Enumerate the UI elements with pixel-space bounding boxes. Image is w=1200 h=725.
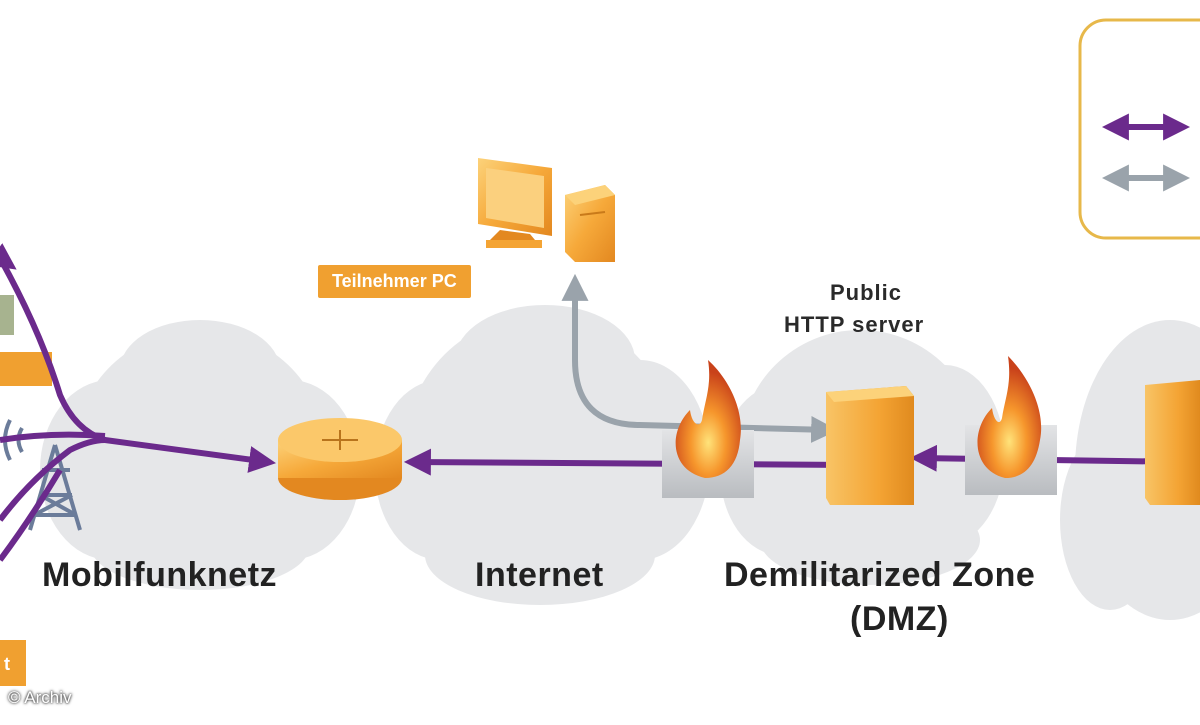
left-tag-fragment	[0, 352, 52, 386]
server-icon-right	[1145, 380, 1200, 505]
link-mobile-router	[104, 437, 277, 473]
zone-label-dmz-abbr: (DMZ)	[850, 600, 949, 638]
participant-pc-tag: Teilnehmer PC	[318, 265, 471, 298]
left-device-fragment	[0, 295, 14, 335]
mobile-uplinks	[0, 256, 107, 562]
monitor-icon	[478, 158, 552, 248]
zone-label-dmz: Demilitarized Zone	[724, 556, 1036, 594]
link-pc-server	[561, 273, 839, 443]
firewall-icon	[662, 360, 754, 498]
link-top-left	[0, 243, 17, 270]
firewall-icon-2	[965, 356, 1057, 495]
legend-box	[1078, 18, 1200, 240]
computer-tower-icon	[565, 185, 615, 262]
server-label-line2: HTTP server	[784, 312, 925, 337]
server-icon	[826, 386, 914, 505]
left-tag-bottom: t	[0, 648, 14, 681]
server-label-line1: Public	[830, 280, 903, 305]
zone-label-mobile: Mobilfunknetz	[42, 556, 278, 594]
copyright-notice: © Archiv	[8, 688, 72, 707]
zone-label-internet: Internet	[475, 556, 604, 594]
router-icon	[278, 418, 402, 500]
link-router-server	[403, 448, 864, 479]
